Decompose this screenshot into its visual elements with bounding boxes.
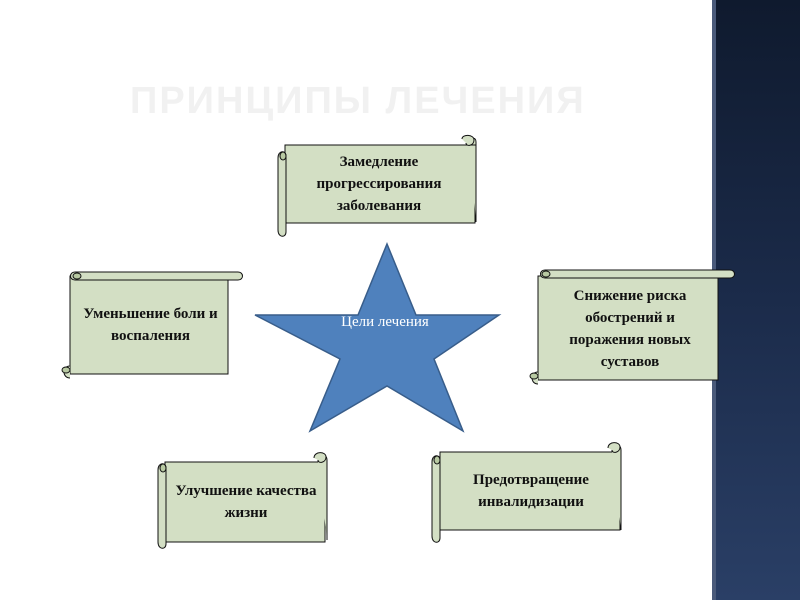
star-label: Цели лечения (341, 314, 429, 330)
goal-star (254, 242, 502, 433)
goal-prevent-disability-label: Предотвращение инвалидизации (473, 472, 589, 510)
scroll-slow-progression (277, 134, 477, 237)
slide-title: ПРИНЦИПЫ ЛЕЧЕНИЯ (130, 80, 586, 122)
goal-reduce-risk-label: Снижение риска обострений и поражения но… (569, 288, 691, 370)
goal-slow-progression-label: Замедление прогрессирования заболевания (316, 154, 442, 214)
slide-side-panel (712, 0, 800, 600)
scroll-quality-of-life (157, 452, 328, 549)
scroll-reduce-risk (529, 269, 735, 385)
goal-quality-of-life-label: Улучшение качества жизни (175, 483, 317, 521)
goal-reduce-pain-label: Уменьшение боли и воспаления (83, 306, 218, 344)
scroll-reduce-pain (61, 271, 243, 379)
scroll-prevent-disability (431, 442, 622, 543)
